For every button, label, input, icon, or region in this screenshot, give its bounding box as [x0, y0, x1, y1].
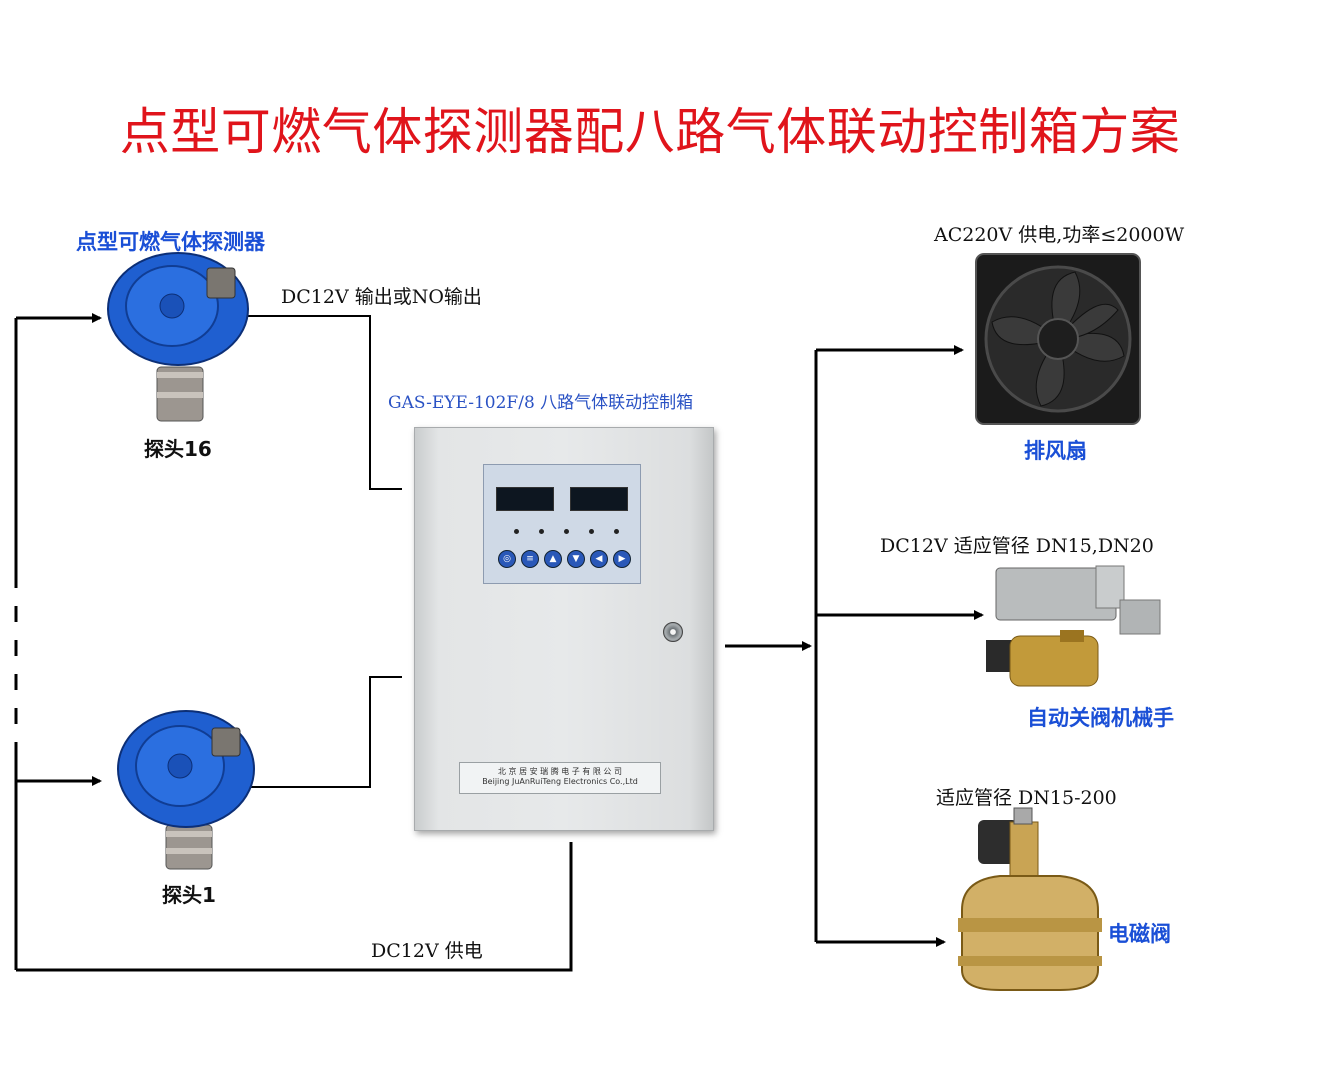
gas-detector-16-icon — [107, 252, 249, 422]
nameplate-line-2: Beijing JuAnRuiTeng Electronics Co.,Ltd — [482, 777, 638, 786]
cabinet-lock-icon — [663, 622, 683, 642]
power-supply-label: DC12V 供电 — [371, 940, 483, 962]
exhaust-fan-icon — [975, 253, 1141, 425]
controller-cabinet: ◎ ≡ ▲ ▼ ◀ ▶ 北 京 居 安 瑞 腾 电 子 有 限 公 司 Beij… — [414, 427, 714, 831]
valve-manipulator-icon — [986, 565, 1161, 687]
page-title: 点型可燃气体探测器配八路气体联动控制箱方案 — [119, 103, 1181, 161]
manipulator-name-label: 自动关阀机械手 — [1027, 706, 1174, 730]
signal-line-probe-16 — [248, 315, 402, 490]
status-led — [539, 529, 544, 534]
solenoid-valve-icon — [958, 807, 1102, 991]
fan-spec-label: AC220V 供电,功率≤2000W — [934, 224, 1185, 246]
panel-button-left[interactable]: ◀ — [590, 550, 608, 568]
power-loop — [16, 842, 573, 972]
nameplate-line-1: 北 京 居 安 瑞 腾 电 子 有 限 公 司 — [498, 767, 622, 776]
gas-detector-1-icon — [117, 710, 255, 870]
panel-header — [488, 468, 634, 478]
valve-name-label: 电磁阀 — [1108, 922, 1171, 946]
probe-1-label: 探头1 — [162, 883, 216, 907]
status-led — [514, 529, 519, 534]
lcd-display-right — [570, 487, 628, 511]
fan-name-label: 排风扇 — [1024, 439, 1087, 463]
panel-button-up[interactable]: ▲ — [544, 550, 562, 568]
valve-spec-label: 适应管径 DN15-200 — [936, 787, 1117, 809]
manufacturer-nameplate: 北 京 居 安 瑞 腾 电 子 有 限 公 司 Beijing JuAnRuiT… — [459, 762, 661, 794]
control-panel: ◎ ≡ ▲ ▼ ◀ ▶ — [483, 464, 641, 584]
signal-line-probe-1 — [248, 676, 402, 788]
panel-button-down[interactable]: ▼ — [567, 550, 585, 568]
status-led — [564, 529, 569, 534]
probe-16-label: 探头16 — [144, 437, 212, 461]
panel-button-menu[interactable]: ≡ — [521, 550, 539, 568]
lcd-display-left — [496, 487, 554, 511]
controller-caption: GAS-EYE-102F/8 八路气体联动控制箱 — [388, 393, 694, 413]
status-led — [589, 529, 594, 534]
status-led — [614, 529, 619, 534]
panel-button-settings[interactable]: ◎ — [498, 550, 516, 568]
panel-button-right[interactable]: ▶ — [613, 550, 631, 568]
detector-heading: 点型可燃气体探测器 — [76, 230, 265, 254]
output-signal-label: DC12V 输出或NO输出 — [281, 286, 482, 308]
manipulator-spec-label: DC12V 适应管径 DN15,DN20 — [880, 535, 1154, 557]
